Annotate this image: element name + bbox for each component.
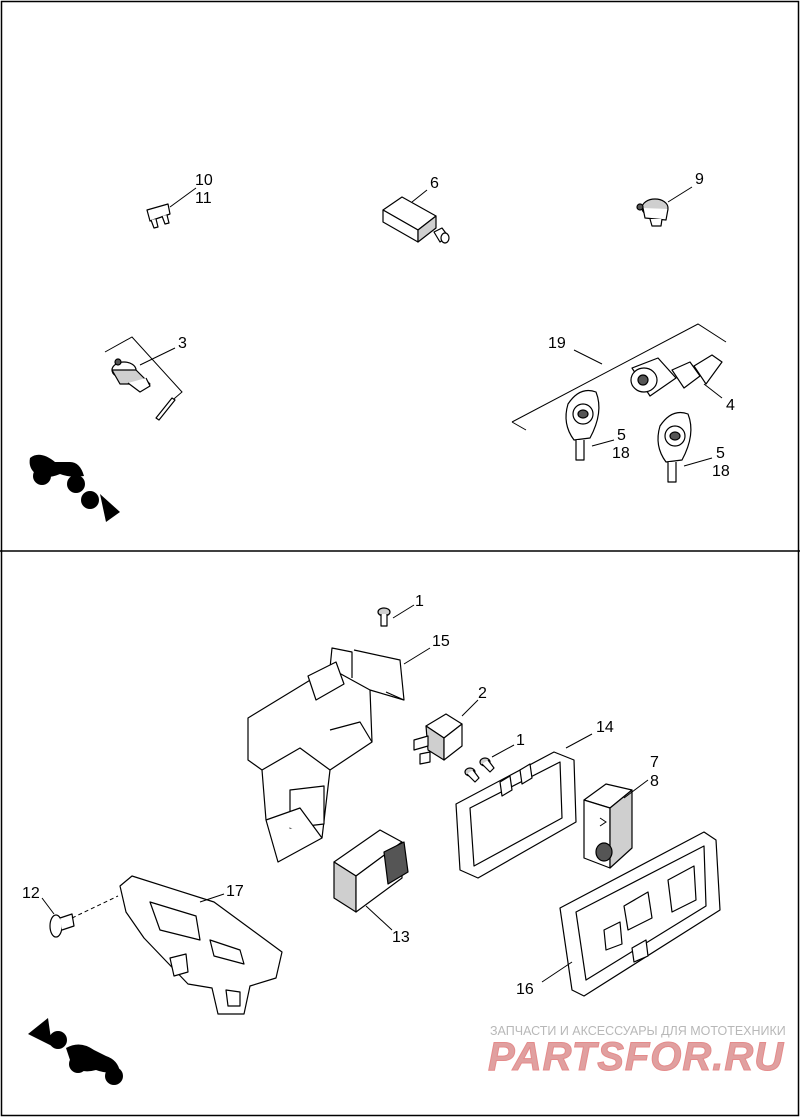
pressure-switch-part <box>636 198 669 227</box>
callout-12: 12 <box>22 885 40 902</box>
callout-1b: 1 <box>516 732 525 749</box>
callout-17: 17 <box>226 883 244 900</box>
relay-part <box>382 196 450 244</box>
motorcycle-forward-arrow-icon <box>29 454 120 522</box>
key-part <box>657 411 692 483</box>
key-part <box>565 389 600 461</box>
rear-bracket-part <box>559 831 721 997</box>
callout-4: 4 <box>726 397 735 414</box>
callout-10: 10 <box>195 172 213 189</box>
callout-5b: 5 <box>716 445 725 462</box>
callout-7: 7 <box>650 754 659 771</box>
watermark-logo: PARTSFOR.RU <box>488 1035 784 1079</box>
tip-over-switch-part <box>413 713 463 765</box>
callout-2: 2 <box>478 685 487 702</box>
callout-5a: 5 <box>617 427 626 444</box>
mounting-tray-part <box>247 647 405 863</box>
watermark-subtitle: ЗАПЧАСТИ И АКСЕССУАРЫ ДЛЯ МОТОТЕХНИКИ <box>490 1024 786 1038</box>
switch-assembly-part <box>104 336 183 421</box>
motorcycle-rear-arrow-icon <box>28 1018 123 1085</box>
push-rivet-part <box>49 913 75 938</box>
callout-9: 9 <box>695 171 704 188</box>
lock-cylinder-part <box>511 323 727 431</box>
callout-18a: 18 <box>612 445 630 462</box>
callout-13: 13 <box>392 929 410 946</box>
screw-part <box>377 607 391 627</box>
callout-1a: 1 <box>415 593 424 610</box>
callout-6: 6 <box>430 175 439 192</box>
mounting-plate-part <box>119 875 283 1015</box>
module-frame-part <box>455 751 577 879</box>
callout-19: 19 <box>548 335 566 352</box>
fuse-part <box>146 203 171 229</box>
screw-part <box>464 757 495 783</box>
callout-8: 8 <box>650 773 659 790</box>
callout-16: 16 <box>516 981 534 998</box>
callout-3: 3 <box>178 335 187 352</box>
control-module-part <box>583 783 633 869</box>
callout-15: 15 <box>432 633 450 650</box>
callout-14: 14 <box>596 719 614 736</box>
callout-11: 11 <box>195 190 212 207</box>
callout-18b: 18 <box>712 463 730 480</box>
fuse-block-part <box>333 829 409 913</box>
